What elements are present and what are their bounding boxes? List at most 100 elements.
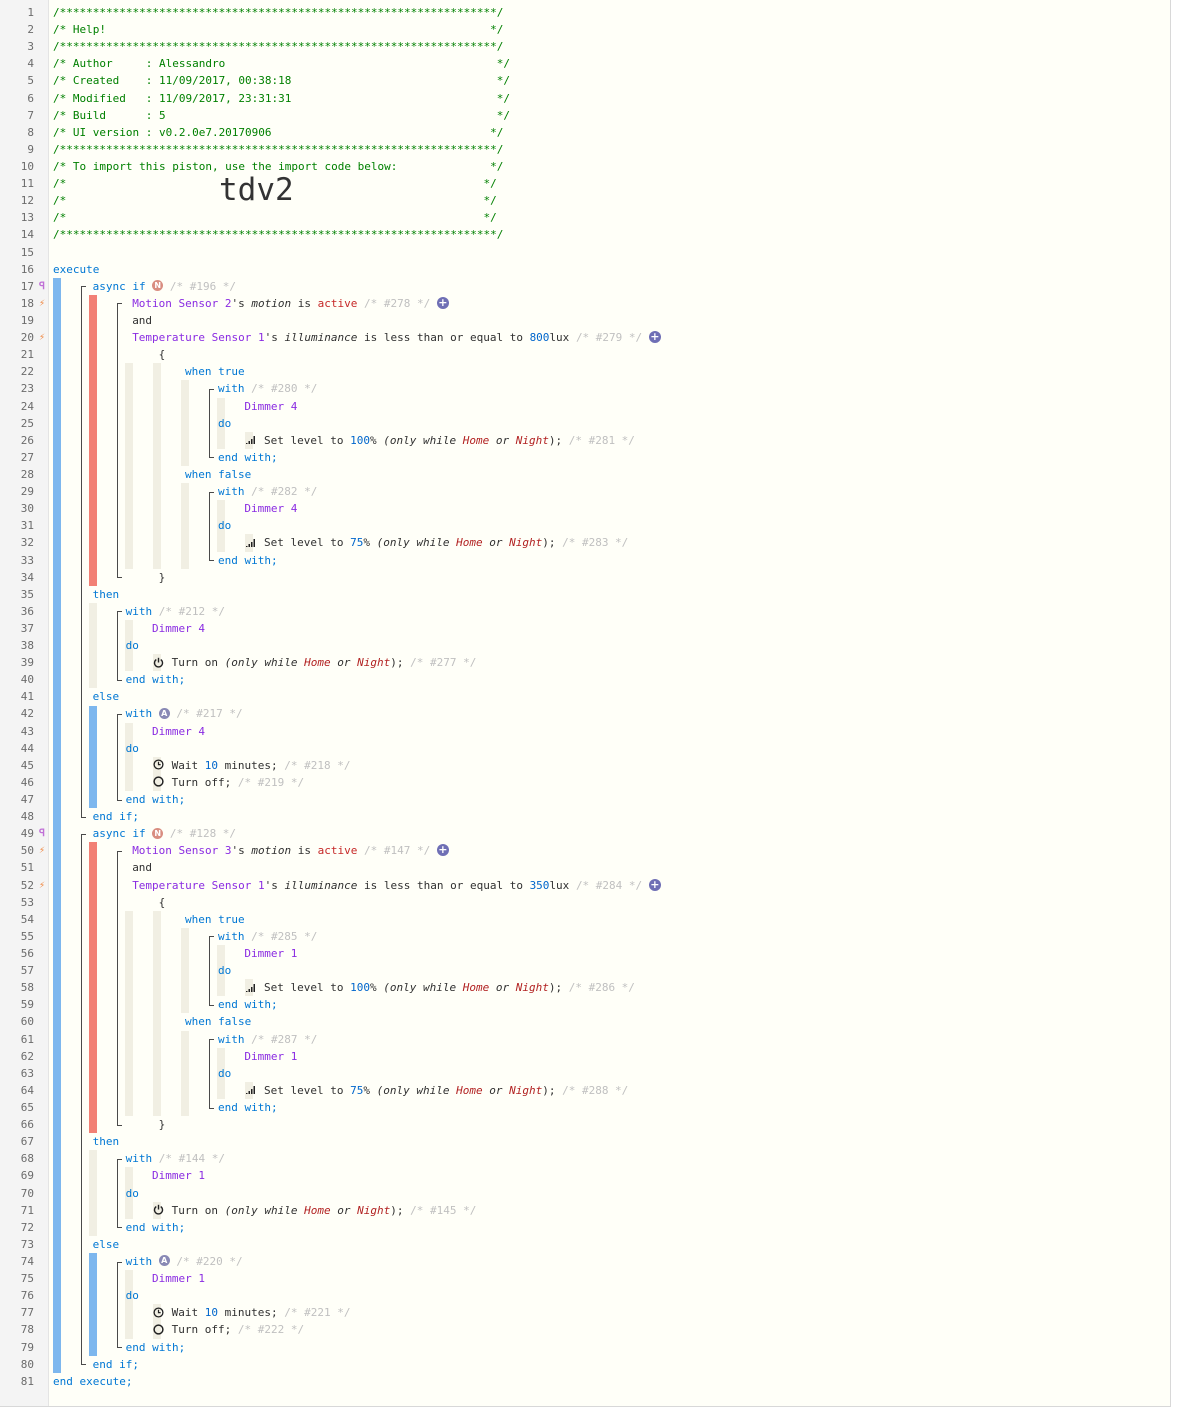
code-token — [152, 707, 159, 720]
bracket-top — [117, 850, 122, 857]
line-number: 33 — [20, 553, 34, 567]
line-number: 73 — [20, 1237, 34, 1251]
do-bar — [245, 534, 253, 552]
possessive: 's — [231, 844, 252, 858]
code-line: 5/* Created : 11/09/2017, 00:38:18 */ — [0, 72, 1170, 89]
with-bar — [125, 1270, 133, 1339]
line-number: 1 — [27, 6, 34, 19]
add-condition-button[interactable]: + — [648, 877, 661, 891]
code-lines: 1/**************************************… — [0, 4, 1170, 1390]
statement-id: /* #144 */ — [158, 1152, 225, 1166]
code-line: 13/* */ — [0, 209, 1170, 226]
bracket-line — [117, 1266, 118, 1343]
mode-home: Home — [456, 1083, 483, 1097]
add-condition-button[interactable]: + — [648, 330, 661, 344]
line-content: end with; — [126, 1339, 186, 1356]
line-content: with /* #287 */ — [218, 1031, 317, 1048]
comment-build: /* Build : 5 */ — [53, 108, 510, 122]
restriction-text: (only while — [224, 656, 305, 670]
off-circle-icon — [152, 774, 165, 791]
async-if-keyword: async if — [92, 279, 146, 293]
line-number: 77 — [20, 1306, 34, 1320]
add-condition-button[interactable]: + — [436, 295, 449, 309]
line-content: /* Build : 5 */ — [53, 107, 510, 124]
restriction-text: (only while — [224, 1203, 305, 1217]
line-content: do — [218, 415, 231, 432]
do-keyword: do — [125, 639, 139, 653]
bracket-top — [81, 286, 86, 293]
brace-bar — [125, 363, 133, 569]
restriction-or: or — [489, 981, 516, 995]
code-line: 73 else — [0, 1236, 1170, 1253]
bracket-top — [117, 714, 122, 721]
n-badge[interactable]: N — [152, 827, 164, 839]
line-content: end if; — [93, 808, 139, 825]
line-number: 17 — [20, 279, 34, 293]
action-unit: % — [363, 1083, 370, 1097]
line-number: 63 — [20, 1066, 34, 1080]
line-content: Turn off; /* #219 */ — [152, 774, 304, 791]
code-token — [165, 1306, 172, 1319]
a-badge[interactable]: A — [158, 1255, 170, 1267]
line-number: 19 — [20, 313, 34, 327]
code-line: 34} — [0, 569, 1170, 586]
action-text: Turn off; — [171, 775, 232, 789]
line-number: 38 — [20, 639, 34, 653]
restriction-text: (only while — [376, 981, 463, 995]
end-with-keyword: end with; — [125, 793, 186, 807]
code-token — [165, 759, 172, 772]
do-keyword: do — [125, 1289, 139, 1303]
code-line: 45 Wait 10 minutes; /* #218 */ — [0, 757, 1170, 774]
line-content: else — [93, 1236, 120, 1253]
action-text: Turn off; — [171, 1323, 232, 1337]
line-content: Set level to 75% (only while Home or Nig… — [244, 1082, 628, 1099]
end-if-keyword: end if; — [92, 1357, 139, 1371]
line-number: 45 — [20, 758, 34, 772]
line-content: Dimmer 1 — [152, 1270, 205, 1287]
statement-id: /* #279 */ — [575, 331, 643, 345]
close-brace: } — [158, 570, 166, 584]
line-content: Wait 10 minutes; /* #218 */ — [152, 757, 350, 774]
line-number: 5 — [27, 74, 34, 88]
statement-id: /* #278 */ — [364, 296, 431, 310]
do-bar — [153, 1201, 161, 1219]
line-number: 37 — [20, 621, 34, 635]
line-number: 20 — [20, 331, 34, 345]
with-keyword: with — [125, 1152, 153, 1166]
line-content: do — [218, 517, 231, 534]
line-content: end with; — [126, 791, 186, 808]
statement-id: /* #220 */ — [176, 1254, 243, 1268]
a-badge[interactable]: A — [158, 707, 170, 719]
line-content: Motion Sensor 2's motion is active /* #2… — [132, 295, 449, 312]
code-token — [165, 1323, 172, 1336]
brace-bar — [153, 363, 161, 569]
add-condition-button[interactable]: + — [436, 843, 449, 857]
wait-value: 10 — [204, 758, 218, 772]
device-name: Temperature Sensor 1 — [132, 331, 265, 345]
line-content: Set level to 75% (only while Home or Nig… — [244, 534, 628, 551]
line-number: 2 — [27, 23, 34, 37]
n-badge[interactable]: N — [152, 280, 164, 292]
line-number: 15 — [20, 245, 34, 259]
with-bar — [125, 1167, 133, 1219]
code-token — [642, 879, 649, 892]
line-number: 66 — [20, 1118, 34, 1132]
end-if-keyword: end if; — [92, 810, 139, 824]
line-number: 81 — [20, 1374, 34, 1388]
with-bar — [217, 1047, 225, 1100]
line-number: 61 — [20, 1032, 34, 1046]
code-line: 53{ — [0, 894, 1170, 911]
line-number: 21 — [20, 348, 34, 362]
bracket-bottom — [117, 1119, 122, 1126]
bracket-line — [209, 496, 210, 556]
trigger-icon: ⚡ — [38, 297, 46, 309]
bracket-line — [209, 1044, 210, 1103]
line-number: 26 — [20, 433, 34, 447]
code-line: 21{ — [0, 346, 1170, 363]
operator: is less than or equal to — [357, 331, 530, 345]
